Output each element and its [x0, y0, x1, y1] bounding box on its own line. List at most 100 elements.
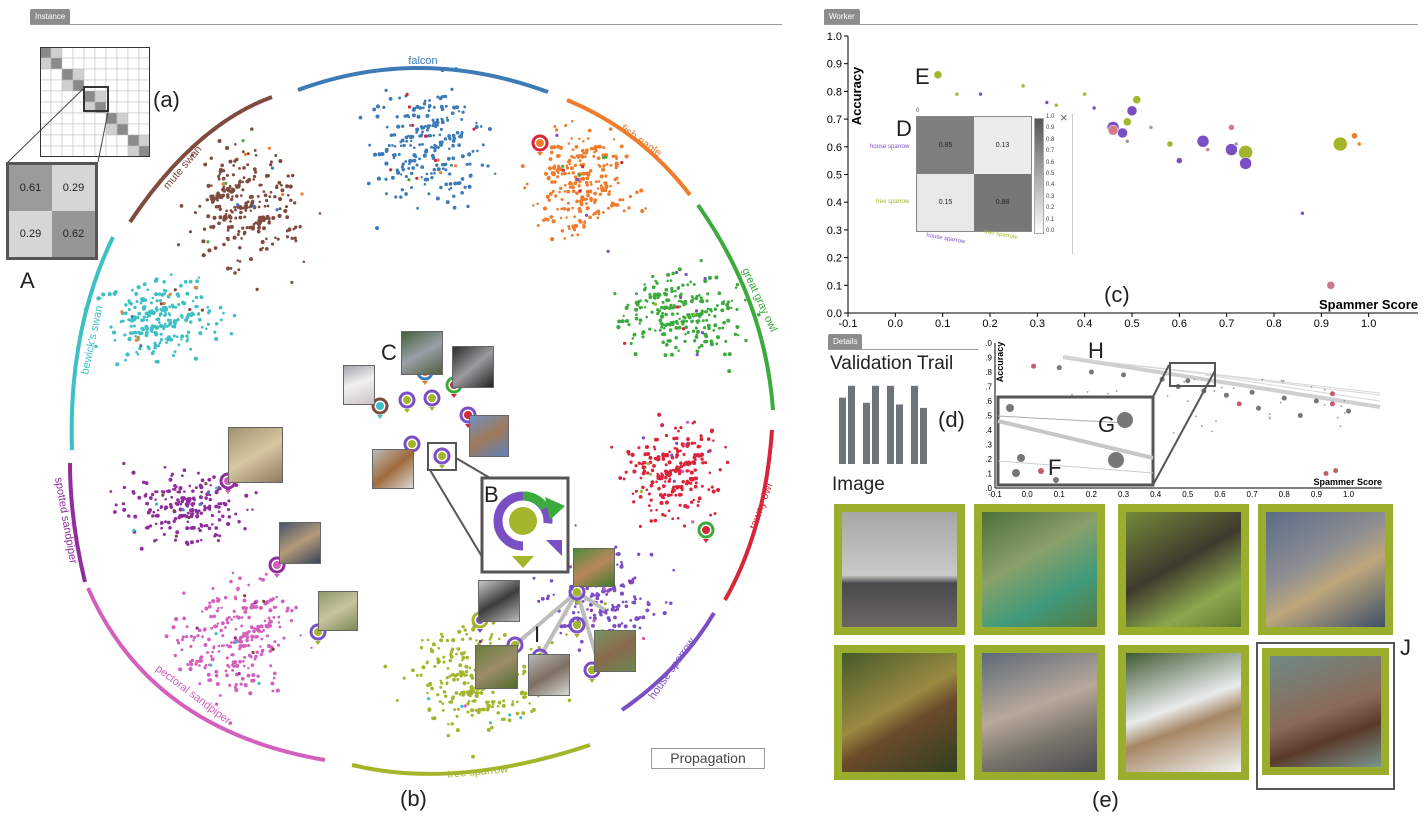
uncertainty-glyph[interactable] — [371, 397, 389, 419]
thumbnail-sparrow-c[interactable] — [594, 630, 636, 672]
instance-point — [554, 194, 558, 198]
instance-point — [249, 203, 254, 208]
worker-confusion-popup[interactable]: × 0 D house sparrow tree sparrow 0.85 0.… — [866, 108, 1076, 254]
instance-point — [234, 597, 238, 601]
instance-point — [578, 137, 581, 141]
uncertainty-glyph[interactable] — [697, 521, 715, 543]
instance-point — [589, 199, 593, 203]
instance-point — [269, 190, 273, 194]
thumbnail-sandpiper-a[interactable] — [228, 427, 283, 483]
details-point — [1346, 408, 1352, 414]
arc-house-sparrow[interactable] — [620, 611, 716, 712]
arc-great-gray-owl[interactable] — [696, 203, 775, 411]
uncertainty-glyph[interactable] — [568, 616, 586, 638]
instance-point — [663, 305, 668, 310]
propagation-button[interactable]: Propagation — [651, 748, 765, 769]
confusion-cell — [61, 47, 74, 59]
image-cell-5[interactable] — [834, 645, 965, 780]
image-cell-1[interactable] — [834, 504, 965, 635]
instance-point — [664, 475, 668, 480]
instance-point — [302, 260, 306, 263]
instance-point — [182, 301, 187, 306]
thumbnail-sparrow-e[interactable] — [528, 654, 570, 696]
instance-glyphs[interactable] — [219, 134, 715, 683]
details-scatter-chart[interactable]: 1.00.90.80.70.60.50.40.30.20.10.0 -0.10.… — [985, 335, 1385, 500]
arc-pectoral-sandpiper[interactable] — [86, 587, 326, 762]
details-point — [1172, 432, 1175, 434]
instance-point — [715, 342, 719, 346]
thumbnail-sparrow-a[interactable] — [573, 548, 615, 587]
thumbnail-swan[interactable] — [343, 365, 375, 405]
instance-point — [695, 329, 701, 334]
instance-point — [638, 495, 643, 499]
uncertainty-glyph[interactable] — [398, 391, 416, 413]
arc-tree-sparrow[interactable] — [351, 743, 591, 776]
thumbnail-sparrow-d[interactable] — [475, 645, 518, 689]
instance-point — [203, 666, 207, 670]
image-cell-3[interactable] — [1118, 504, 1249, 635]
instance-point — [262, 217, 266, 221]
image-cell-2[interactable] — [974, 504, 1105, 635]
instance-point — [280, 599, 285, 604]
instance-point — [172, 334, 176, 338]
arc-falcon[interactable] — [297, 66, 549, 94]
instance-point — [185, 526, 190, 531]
uncertainty-glyph[interactable] — [433, 447, 451, 469]
instance-point — [270, 166, 274, 170]
instance-point — [135, 350, 138, 354]
instance-point — [451, 133, 456, 138]
instance-point — [136, 353, 140, 356]
instance-point — [677, 285, 681, 289]
worker-points[interactable] — [933, 70, 1362, 290]
instance-point — [187, 497, 191, 501]
uncertainty-glyph[interactable] — [531, 134, 549, 156]
thumbnail-owl-c[interactable] — [401, 331, 443, 375]
image-cell-6[interactable] — [974, 645, 1105, 780]
details-x-tick: 0.6 — [1214, 490, 1226, 499]
worker-panel-tab[interactable]: Worker — [824, 9, 860, 24]
validation-trail-bars[interactable] — [834, 377, 934, 467]
instance-point — [679, 295, 683, 300]
arc-bewicks-swan[interactable] — [69, 236, 115, 451]
image-cell-4[interactable] — [1258, 504, 1393, 635]
instance-point — [218, 534, 222, 538]
thumbnail-bird-branch[interactable] — [372, 449, 414, 489]
thumbnail-sandpiper-b[interactable] — [279, 522, 321, 564]
instance-point — [436, 95, 440, 99]
instance-point — [267, 146, 271, 150]
instance-point — [653, 456, 658, 461]
arc-spotted-sandpiper[interactable] — [68, 462, 87, 583]
instance-point — [182, 591, 186, 595]
instance-panel-tab[interactable]: Instance — [30, 9, 71, 24]
instance-point — [565, 633, 568, 636]
arc-fish-eagle[interactable] — [566, 98, 692, 197]
instance-point — [189, 347, 193, 351]
instance-point — [651, 285, 656, 290]
instance-point — [231, 173, 235, 177]
details-panel-tab[interactable]: Details — [828, 334, 863, 349]
instance-point — [573, 605, 577, 608]
instance-point — [222, 242, 226, 247]
instance-point — [206, 183, 211, 188]
instance-point — [677, 468, 682, 474]
instance-point — [694, 481, 698, 485]
confusion-matrix-overview[interactable] — [40, 47, 150, 157]
image-cell-7[interactable] — [1118, 645, 1249, 780]
instance-point — [658, 493, 663, 497]
popup-close-icon[interactable]: × — [1060, 110, 1068, 125]
instance-point — [716, 487, 721, 493]
instance-point — [437, 647, 441, 650]
instance-point — [405, 92, 409, 96]
thumbnail-sandpiper-c[interactable] — [318, 591, 358, 631]
instance-view[interactable]: falcon fish eagle great gray owl tawny o… — [0, 25, 820, 815]
arc-mute-swan[interactable] — [128, 95, 273, 224]
thumbnail-sparrow-b[interactable] — [478, 580, 520, 622]
thumbnail-bird-blue[interactable] — [469, 415, 509, 457]
instance-point — [439, 104, 444, 109]
image-cell-8[interactable] — [1262, 648, 1389, 775]
thumbnail-owl-d[interactable] — [452, 346, 494, 388]
uncertainty-glyph[interactable] — [423, 389, 441, 411]
instance-point — [566, 189, 571, 194]
arc-tawny-owl[interactable] — [723, 429, 774, 601]
